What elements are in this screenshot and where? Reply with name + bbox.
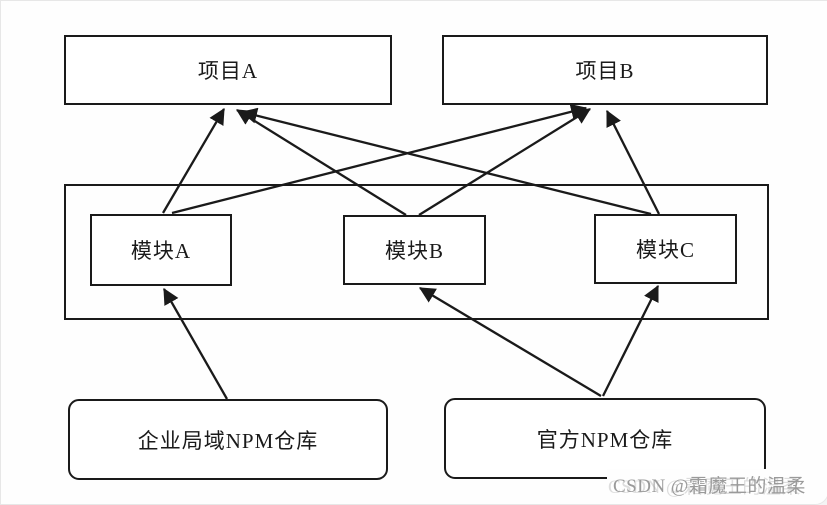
module-b-box: 模块B bbox=[343, 215, 486, 285]
csdn-watermark: CSDN @霜魔王的温柔 bbox=[607, 469, 812, 504]
official-npm-repo-box-label: 官方NPM仓库 bbox=[536, 427, 674, 452]
official-npm-repo-box: 官方NPM仓库 bbox=[444, 398, 766, 479]
project-b-box: 项目B bbox=[442, 35, 768, 105]
enterprise-npm-repo-box: 企业局域NPM仓库 bbox=[68, 399, 388, 480]
enterprise-npm-repo-box-label: 企业局域NPM仓库 bbox=[137, 428, 319, 453]
module-a-box: 模块A bbox=[90, 214, 232, 286]
project-b-box-label: 项目B bbox=[575, 59, 635, 83]
module-b-box-label: 模块B bbox=[384, 239, 444, 263]
project-a-box-label: 项目A bbox=[197, 59, 259, 83]
module-c-box: 模块C bbox=[594, 214, 737, 284]
module-a-box-label: 模块A bbox=[130, 239, 192, 263]
project-a-box: 项目A bbox=[64, 35, 392, 105]
module-c-box-label: 模块C bbox=[635, 238, 695, 262]
